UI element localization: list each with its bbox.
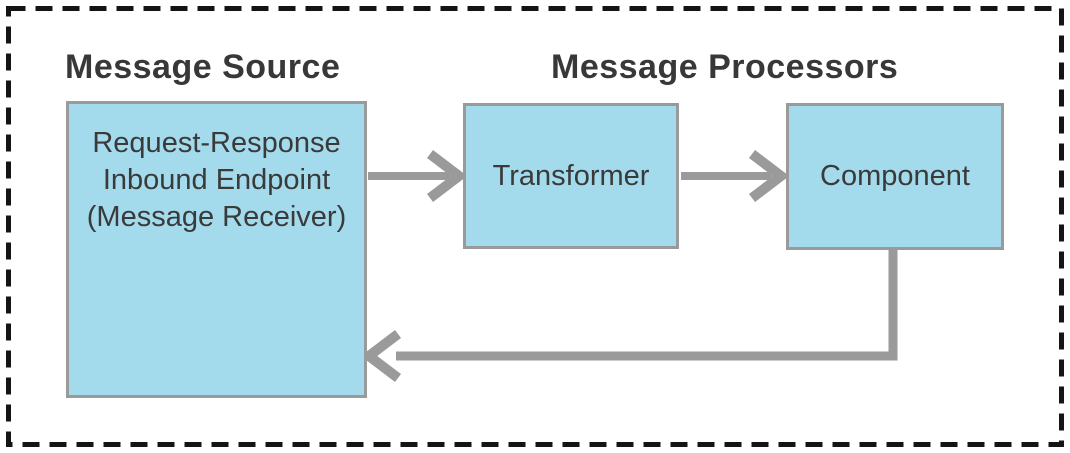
node-inbound-endpoint: Request-Response Inbound Endpoint (Messa… [66,101,367,398]
arrow-transformer-to-component [681,150,790,202]
arrow-component-to-endpoint-return [360,249,898,382]
arrow-endpoint-to-transformer [368,150,468,202]
node-transformer: Transformer [463,103,679,249]
arrow-head-right-icon [748,150,790,202]
node-label-line: Inbound Endpoint [102,164,331,196]
arrow-head-left-icon [360,330,402,382]
node-component: Component [786,103,1004,250]
node-label-line: Request-Response [92,127,341,159]
node-label: Transformer [492,159,650,192]
dashed-boundary [6,6,1064,447]
node-label-line: (Message Receiver) [86,201,347,233]
group-heading-message-processors: Message Processors [551,48,899,86]
node-label: Component [820,160,970,192]
arrow-shaft [396,249,898,361]
group-heading-message-source: Message Source [65,48,341,86]
arrow-head-right-icon [426,150,468,202]
